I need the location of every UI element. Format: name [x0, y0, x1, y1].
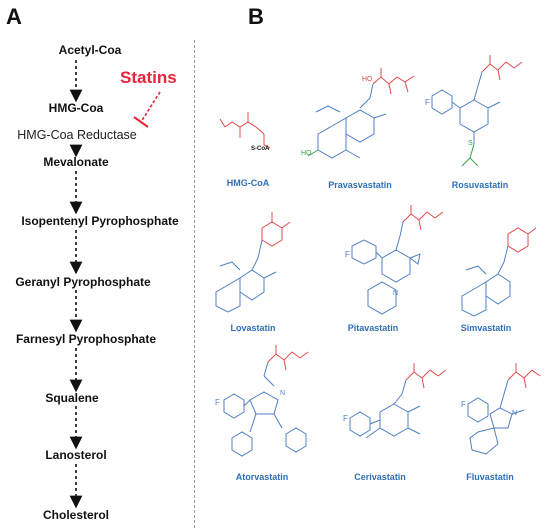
step-farnesyl-pyrophosphate: Farnesyl Pyrophosphate [15, 332, 157, 346]
panel-b-letter: B [248, 4, 264, 29]
step-squalene: Squalene [45, 391, 99, 405]
step-acetyl-coa: Acetyl-Coa [58, 43, 122, 57]
enzyme-hmg-coa-reductase: HMG-Coa Reductase [17, 128, 137, 142]
pravastatin-ho-label: HO [362, 76, 373, 83]
panel-a-letter: A [6, 4, 22, 29]
step-isopentenyl-pyrophosphate: Isopentenyl Pyrophosphate [21, 214, 179, 228]
label-pitavastatin: Pitavastatin [347, 323, 399, 333]
structure-atorvastatin [223, 345, 309, 457]
structure-pitavastatin [351, 205, 444, 315]
step-mevalonate: Mevalonate [43, 155, 109, 169]
label-hmg-coa: HMG-CoA [226, 178, 270, 188]
step-geranyl-pyrophosphate: Geranyl Pyrophosphate [15, 275, 151, 289]
pitavastatin-fluorine-label: F [345, 250, 350, 259]
atorvastatin-fluorine-label: F [215, 398, 220, 407]
label-atorvastatin: Atorvastatin [235, 472, 289, 482]
pravastatin-ho-green-label: HO [301, 150, 312, 157]
hmg-coa-scoa-label: S-CoA [251, 146, 270, 152]
inhibition-line [140, 91, 161, 123]
inhibition-bar [133, 116, 149, 128]
label-rosuvastatin: Rosuvastatin [451, 180, 509, 190]
label-simvastatin: Simvastatin [460, 323, 512, 333]
label-cerivastatin: Cerivastatin [354, 472, 406, 482]
step-cholesterol: Cholesterol [42, 508, 110, 522]
structure-hmg-coa [219, 112, 271, 149]
label-lovastatin: Lovastatin [230, 323, 276, 333]
fluvastatin-fluorine-label: F [461, 400, 466, 409]
structure-lovastatin [215, 212, 291, 313]
structure-fluvastatin [467, 363, 541, 455]
cerivastatin-fluorine-label: F [343, 414, 348, 423]
panel-divider [194, 40, 195, 528]
fluvastatin-nitrogen-label: N [512, 410, 518, 417]
statins-inhibitor-label: Statins [120, 68, 177, 87]
structure-pravastatin [307, 68, 415, 159]
atorvastatin-nitrogen-label: N [280, 390, 286, 397]
structure-cerivastatin [349, 363, 447, 439]
structure-simvastatin [461, 227, 537, 317]
rosuvastatin-fluorine-label: F [425, 98, 430, 107]
step-hmg-coa: HMG-Coa [48, 101, 104, 115]
pitavastatin-nitrogen-label: N [393, 290, 399, 297]
rosuvastatin-sulfur-label: S [468, 140, 473, 147]
structure-rosuvastatin [431, 55, 523, 167]
step-lanosterol: Lanosterol [45, 448, 107, 462]
label-fluvastatin: Fluvastatin [466, 472, 514, 482]
label-pravasvastatin: Pravasvastatin [328, 180, 392, 190]
